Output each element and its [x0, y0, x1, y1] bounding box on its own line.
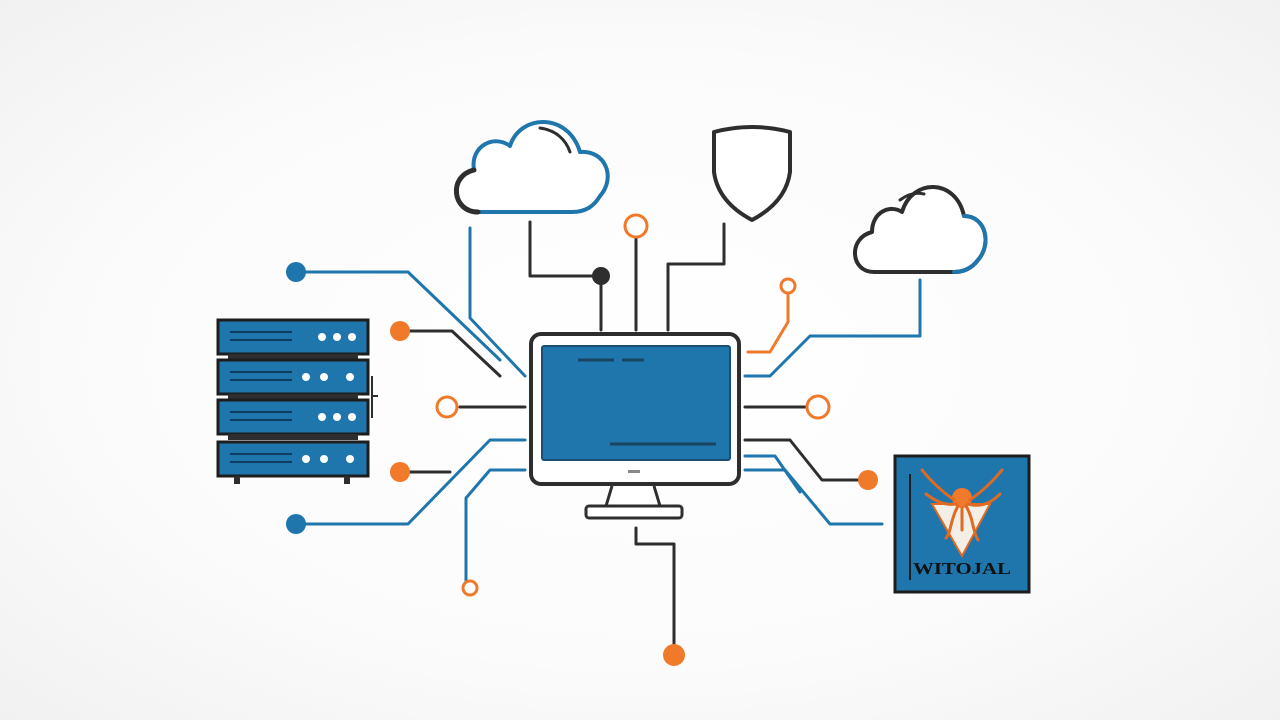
- monitor-icon: [529, 332, 741, 520]
- endpoint-dots: [286, 213, 878, 666]
- connector-right-dark-lower: [743, 438, 860, 482]
- server-unit: [216, 358, 370, 396]
- server-unit: [216, 440, 370, 478]
- connector-left-blue-upper: [468, 226, 527, 378]
- node-ring-orange-top: [623, 213, 649, 239]
- node-dot-orange-left-lower: [390, 462, 410, 482]
- connector-right-cloud: [743, 278, 922, 378]
- node-dot-orange-right-lower: [858, 470, 878, 490]
- node-ring-orange-left-mid: [435, 395, 459, 419]
- connector-right-blue-lower: [743, 454, 802, 494]
- octopus-logo-icon: WITOJAL: [893, 454, 1031, 594]
- connector-top-shield: [666, 222, 726, 332]
- server-unit: [216, 318, 370, 356]
- server-rack-icon: [216, 318, 378, 484]
- monitor-stand: [604, 485, 662, 508]
- connector-right-blue-bottom: [743, 468, 884, 526]
- connector-left-blue-bottom: [294, 438, 527, 526]
- node-dot-blue-left-top: [286, 262, 306, 282]
- connector-right-orange-upper: [746, 288, 790, 354]
- node-dot-dark-top: [592, 267, 610, 285]
- logo-card-text: WITOJAL: [913, 559, 1011, 578]
- node-ring-orange-bottom-left: [461, 579, 479, 597]
- cloud-icon: [454, 120, 610, 215]
- node-ring-orange-right-mid: [805, 394, 831, 420]
- node-dot-blue-left-bottom: [286, 514, 306, 534]
- connector-left-blue-lower: [464, 468, 527, 590]
- connector-left-blue-top: [294, 270, 502, 362]
- cloud-icon: [853, 185, 988, 274]
- shield-icon: [712, 125, 792, 222]
- monitor-base: [584, 504, 684, 520]
- node-dot-orange-left-upper: [390, 321, 410, 341]
- connector-bottom: [634, 526, 676, 646]
- node-dot-orange-bottom: [663, 644, 685, 666]
- connector-top-cloud-dark: [528, 220, 603, 332]
- connector-left-dark-upper: [398, 329, 502, 378]
- server-unit: [216, 398, 370, 436]
- node-ring-orange-right-upper: [779, 277, 797, 295]
